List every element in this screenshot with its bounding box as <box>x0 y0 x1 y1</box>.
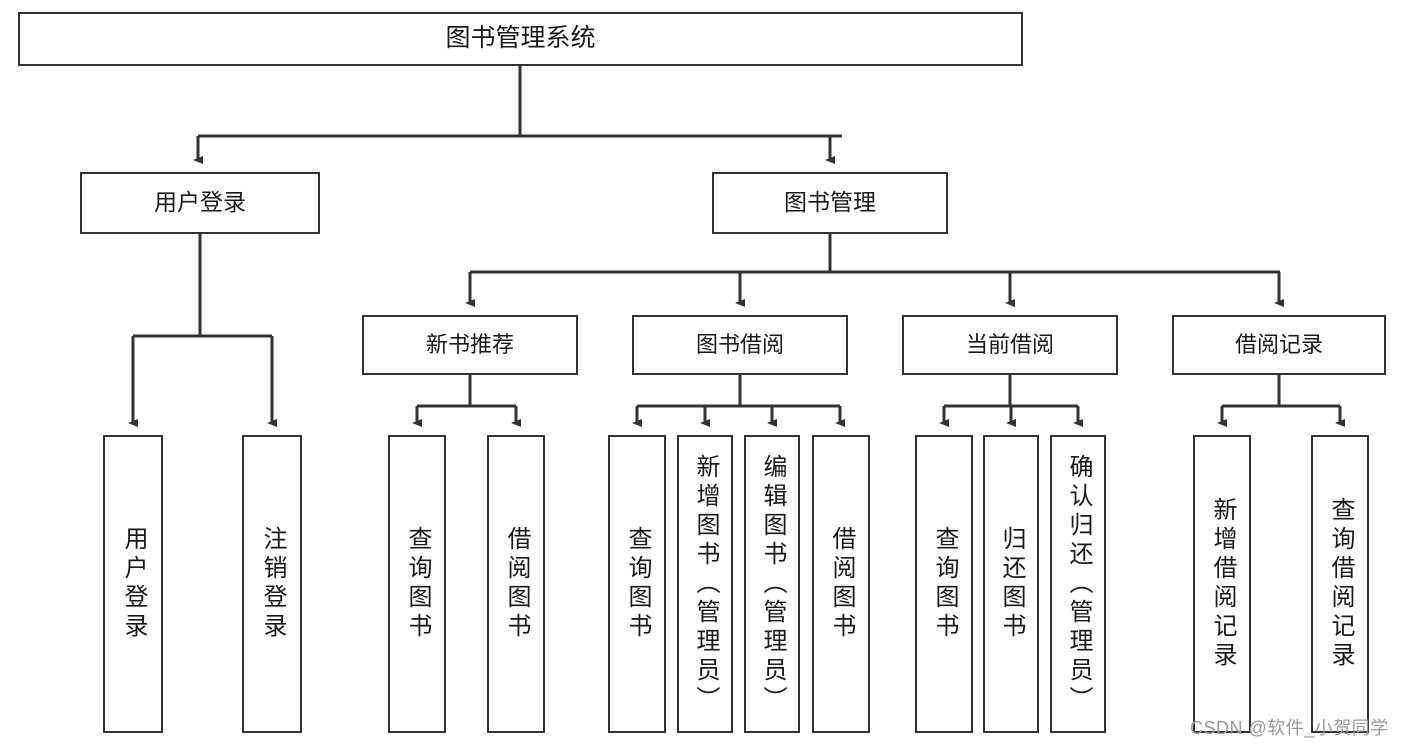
node-leaf-user-logout[interactable]: 注销登录 <box>242 435 302 733</box>
node-borrow-record[interactable]: 借阅记录 <box>1172 315 1386 375</box>
node-leaf-add-record[interactable]: 新增借阅记录 <box>1193 435 1251 733</box>
node-leaf-confirm-return-label: 确认归还（管理员） <box>1065 453 1092 715</box>
node-leaf-query-record[interactable]: 查询借阅记录 <box>1311 435 1369 733</box>
node-leaf-borrow-book-1-label: 借阅图书 <box>503 526 530 642</box>
node-leaf-add-book-label: 新增图书（管理员） <box>692 453 719 715</box>
node-leaf-query-book-3-label: 查询图书 <box>931 526 958 642</box>
node-book-manage[interactable]: 图书管理 <box>712 172 948 234</box>
node-user-login[interactable]: 用户登录 <box>80 172 320 234</box>
node-leaf-add-book[interactable]: 新增图书（管理员） <box>677 435 733 733</box>
node-current-borrow-label: 当前借阅 <box>965 332 1054 358</box>
node-root-label: 图书管理系统 <box>445 24 596 53</box>
node-book-manage-label: 图书管理 <box>784 189 876 216</box>
node-leaf-edit-book[interactable]: 编辑图书（管理员） <box>744 435 800 733</box>
node-leaf-add-record-label: 新增借阅记录 <box>1209 497 1236 671</box>
node-root[interactable]: 图书管理系统 <box>18 12 1023 66</box>
node-leaf-query-record-label: 查询借阅记录 <box>1327 497 1354 671</box>
node-borrow-record-label: 借阅记录 <box>1234 332 1323 358</box>
node-book-borrow-label: 图书借阅 <box>695 332 784 358</box>
node-current-borrow[interactable]: 当前借阅 <box>902 315 1118 375</box>
node-leaf-borrow-book-1[interactable]: 借阅图书 <box>487 435 545 733</box>
node-leaf-return-book[interactable]: 归还图书 <box>983 435 1039 733</box>
node-leaf-edit-book-label: 编辑图书（管理员） <box>759 453 786 715</box>
node-leaf-user-login-label: 用户登录 <box>120 526 147 642</box>
node-leaf-confirm-return[interactable]: 确认归还（管理员） <box>1050 435 1106 733</box>
node-new-book-recommend-label: 新书推荐 <box>425 332 514 358</box>
node-leaf-query-book-1[interactable]: 查询图书 <box>388 435 446 733</box>
node-book-borrow[interactable]: 图书借阅 <box>632 315 848 375</box>
node-leaf-borrow-book-2-label: 借阅图书 <box>828 526 855 642</box>
node-leaf-user-logout-label: 注销登录 <box>259 526 286 642</box>
csdn-watermark: CSDN @软件_小贺同学 <box>1190 718 1389 738</box>
node-leaf-query-book-3[interactable]: 查询图书 <box>915 435 973 733</box>
node-leaf-borrow-book-2[interactable]: 借阅图书 <box>812 435 870 733</box>
node-leaf-query-book-2[interactable]: 查询图书 <box>608 435 666 733</box>
node-new-book-recommend[interactable]: 新书推荐 <box>362 315 578 375</box>
node-leaf-query-book-2-label: 查询图书 <box>624 526 651 642</box>
node-leaf-user-login[interactable]: 用户登录 <box>103 435 163 733</box>
node-user-login-label: 用户登录 <box>154 189 246 216</box>
node-leaf-return-book-label: 归还图书 <box>998 526 1025 642</box>
node-leaf-query-book-1-label: 查询图书 <box>404 526 431 642</box>
